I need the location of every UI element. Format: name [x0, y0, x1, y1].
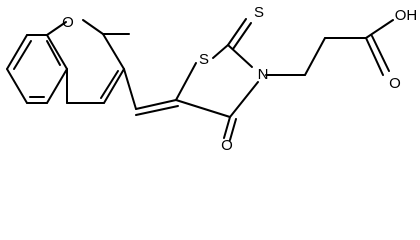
atom-labels: O S S N O OH O	[62, 4, 417, 154]
thione-bond	[227, 18, 252, 50]
propanoic-chain	[265, 19, 394, 76]
acid-carbonyl-oxygen-label: O	[389, 75, 401, 92]
methylidene-linker	[123, 68, 179, 116]
hydroxyl-label: OH	[395, 7, 418, 24]
ring-oxygen-label: O	[62, 14, 74, 31]
thione-sulfur-label: S	[254, 4, 264, 21]
ring-sulfur-label: S	[199, 51, 209, 68]
ring-nitrogen-label: N	[258, 66, 269, 83]
carbonyl-bond	[223, 116, 237, 141]
thiazolidine-ring	[175, 44, 259, 118]
carbonyl-oxygen-label: O	[221, 137, 233, 154]
structure-canvas: O S S N O OH O	[6, 3, 418, 154]
molecule-diagram: O S S N O OH O	[6, 4, 417, 154]
pyran-ring	[46, 19, 130, 104]
benzene-ring	[6, 34, 68, 104]
